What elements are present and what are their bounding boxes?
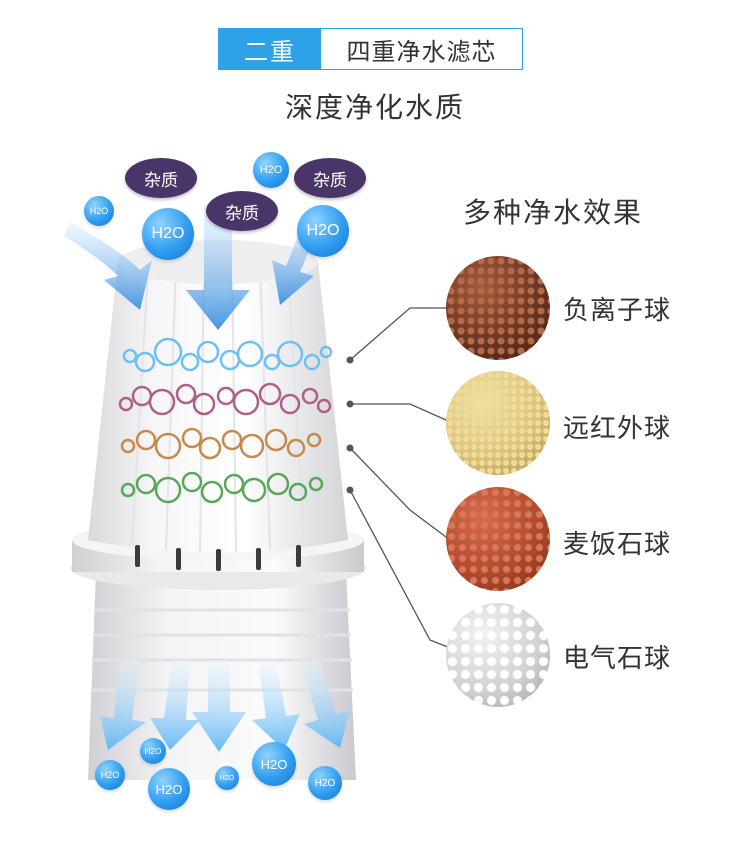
- stage-title: 四重净水滤芯: [346, 37, 497, 66]
- water-molecule-bubble: H2O: [252, 742, 296, 786]
- water-molecule-bubble: H2O: [308, 766, 342, 800]
- water-molecule-bubble: H2O: [142, 208, 194, 260]
- effect-label: 负离子球: [563, 296, 672, 326]
- water-molecule-bubble: H2O: [95, 760, 125, 790]
- bubble-band-orange: [120, 427, 322, 460]
- effects-title: 多种净水效果: [463, 196, 644, 229]
- water-molecule-bubble: H2O: [253, 152, 289, 188]
- impurity-badge: 杂质: [125, 158, 197, 198]
- stage-label: 二重: [219, 29, 321, 69]
- effect-label: 远红外球: [563, 414, 672, 444]
- effect-label: 电气石球: [563, 644, 672, 674]
- impurity-badge: 杂质: [294, 158, 366, 198]
- bubble-band-pink: [118, 382, 332, 416]
- water-molecule-bubble: H2O: [140, 738, 166, 764]
- maifan-stone-ball-image: [446, 487, 550, 591]
- effect-item-far-infrared-ball: [446, 371, 550, 475]
- water-molecule-bubble: H2O: [215, 766, 239, 790]
- effect-label: 麦饭石球: [563, 530, 672, 560]
- tourmaline-ball-image: [446, 603, 550, 707]
- negative-ion-ball-image: [446, 256, 550, 360]
- bubble-band-green: [120, 471, 324, 504]
- water-molecule-bubble: H2O: [297, 205, 349, 257]
- effect-item-maifan-stone-ball: [446, 487, 550, 591]
- page-subtitle: 深度净化水质: [284, 91, 465, 124]
- effect-item-negative-ion-ball: [446, 256, 550, 360]
- far-infrared-ball-image: [446, 371, 550, 475]
- filter-cartridge-illustration: [64, 205, 366, 780]
- filter-stage-tag: 二重 四重净水滤芯: [218, 28, 523, 70]
- effect-item-tourmaline-ball: [446, 603, 550, 707]
- water-molecule-bubble: H2O: [84, 196, 114, 226]
- water-molecule-bubble: H2O: [148, 768, 190, 810]
- impurity-badge: 杂质: [206, 191, 278, 231]
- bubble-band-blue: [122, 337, 333, 373]
